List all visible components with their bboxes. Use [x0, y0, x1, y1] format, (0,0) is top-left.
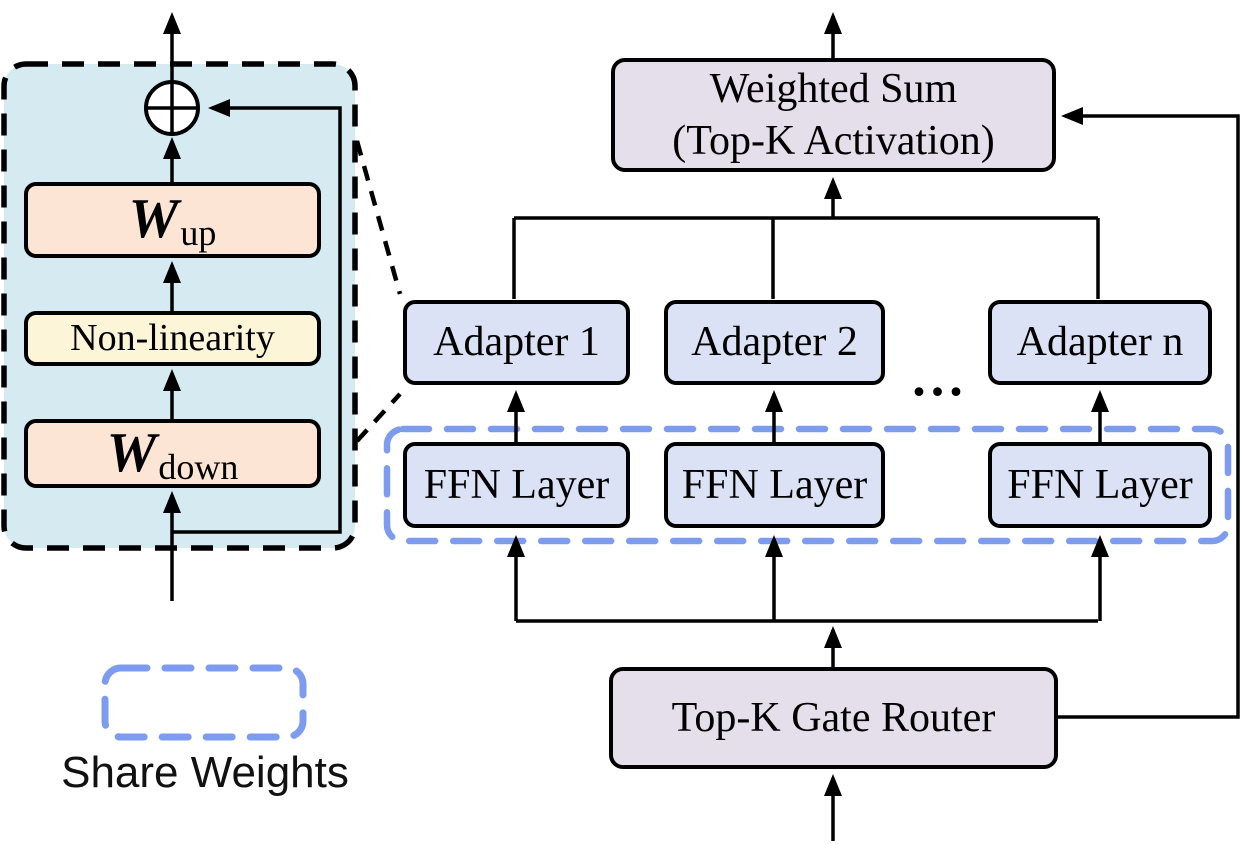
zoom-wedge-top-line	[354, 140, 403, 295]
share-weights-label: Share Weights	[61, 748, 349, 797]
ffn-share-weights-box	[383, 425, 1232, 545]
share-weights-swatch	[101, 664, 307, 741]
plus-circle-icon	[144, 80, 200, 136]
router-to-weighted-sum-feedback	[1058, 107, 1240, 719]
residual-skip-connection	[172, 99, 342, 534]
adapter-ellipsis: ...	[912, 347, 968, 407]
zoom-wedge-bottom-line	[355, 392, 402, 443]
adapter-detail-box	[1, 61, 358, 551]
